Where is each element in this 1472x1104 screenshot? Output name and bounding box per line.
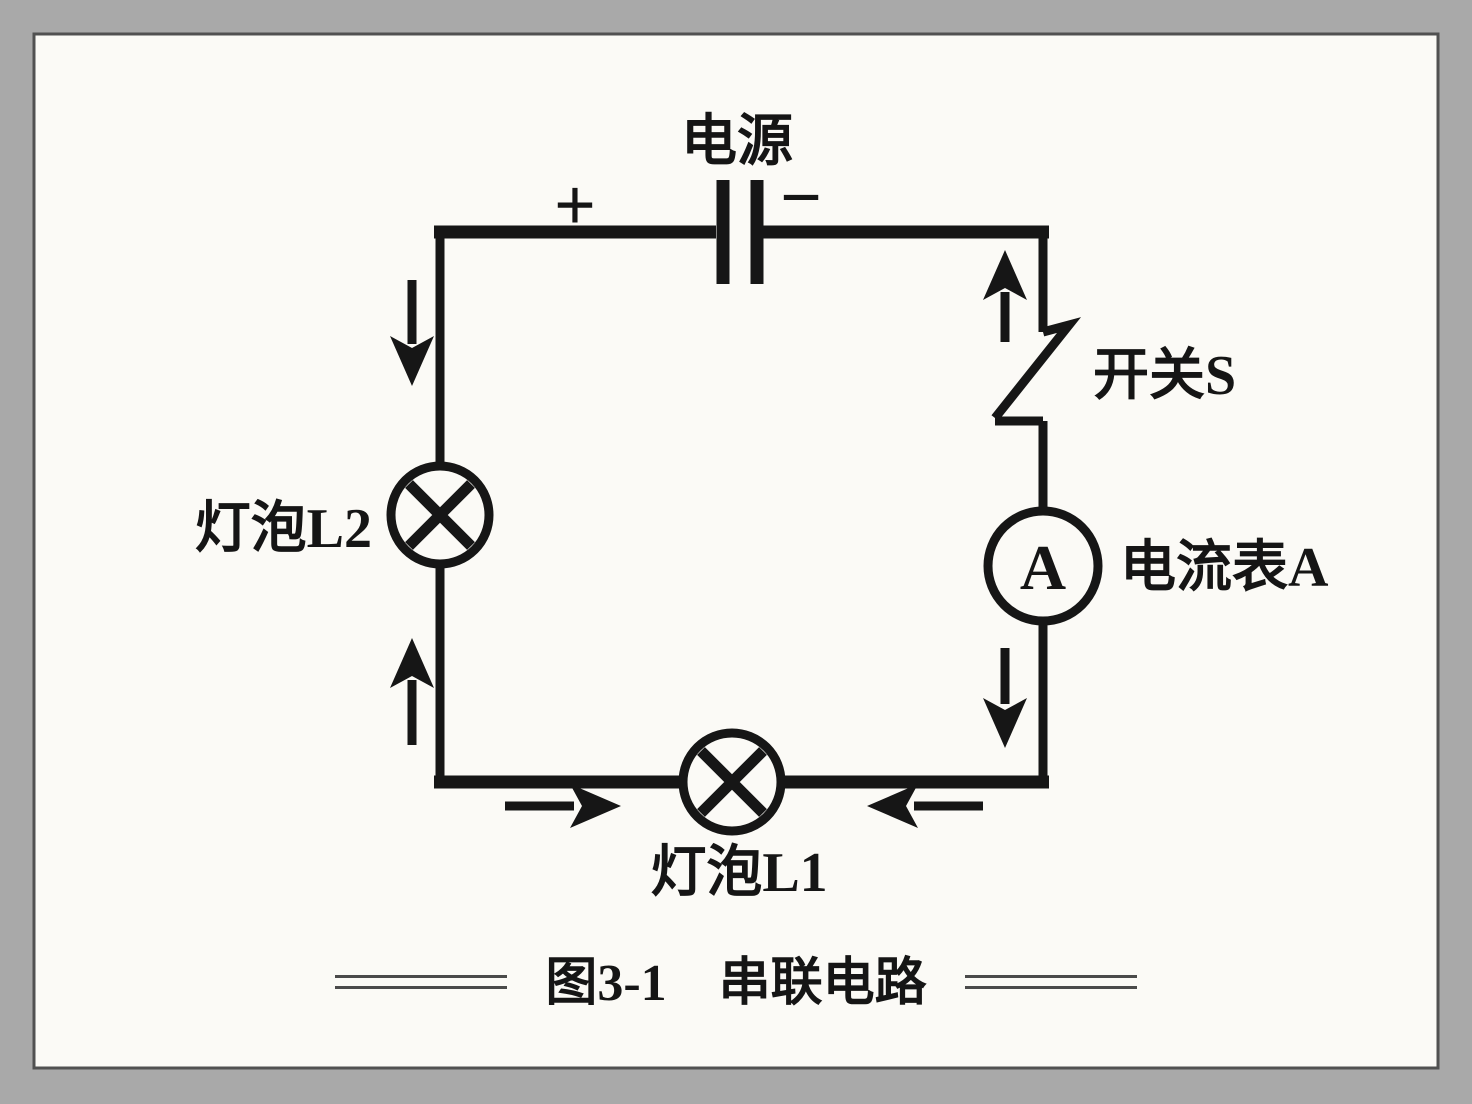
- ammeter-symbol: [983, 506, 1103, 626]
- caption-rule-right-bottom: [965, 986, 1137, 989]
- switch-blade: [991, 317, 1082, 421]
- ammeter-letter: A: [1020, 532, 1066, 603]
- ammeter-label: 电流表A: [1120, 537, 1329, 599]
- page: [32, 32, 1440, 1070]
- bottom-right-arrow-icon: [570, 784, 621, 828]
- plus-sign: +: [554, 165, 596, 247]
- caption-rule-left-bottom: [335, 986, 507, 989]
- bulb-l2-cross-icon: [405, 480, 475, 550]
- left-up-arrow-icon: [390, 638, 434, 688]
- caption-rule-left-top: [335, 975, 507, 978]
- power-label: 电源: [681, 111, 793, 173]
- figure-caption: 图3-1 串联电路: [545, 954, 927, 1012]
- switch-label: 开关S: [1093, 345, 1236, 407]
- right-down-arrow-icon: [983, 698, 1027, 748]
- minus-sign: −: [780, 157, 822, 239]
- bulb-l1-label: 灯泡L1: [650, 842, 827, 904]
- bulb-l1-cross-icon: [697, 747, 767, 817]
- left-down-arrow-icon: [390, 336, 434, 386]
- bulb-l2-label: 灯泡L2: [195, 498, 372, 560]
- right-up-arrow-icon: [983, 250, 1027, 300]
- caption-rule-right-top: [965, 975, 1137, 978]
- bottom-left-arrow-icon: [867, 784, 918, 828]
